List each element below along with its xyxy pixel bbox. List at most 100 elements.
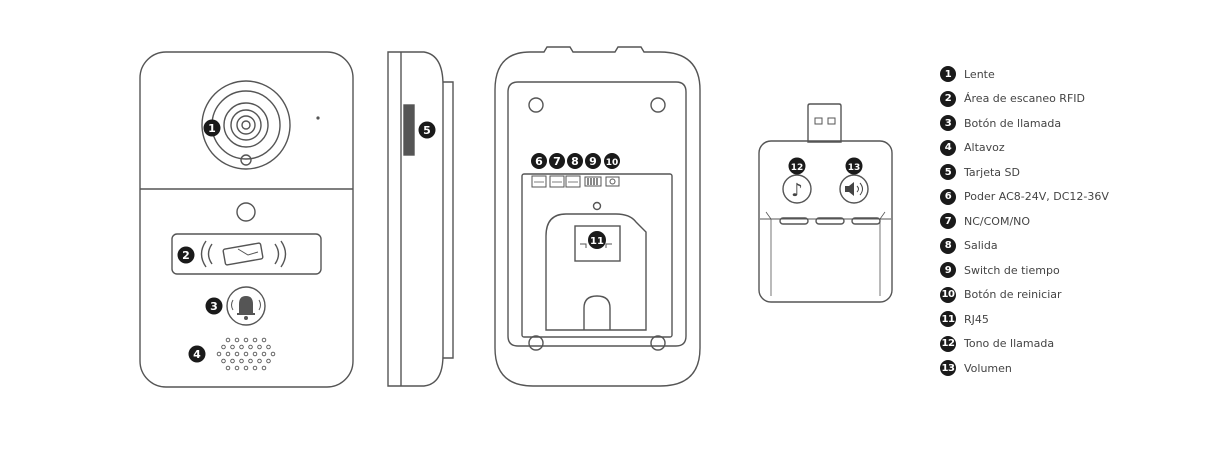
- legend-number: 1: [940, 66, 956, 83]
- speaker-hole: [266, 344, 271, 350]
- badge-4: 4: [188, 345, 206, 363]
- speaker-hole: [243, 365, 249, 371]
- speaker-hole: [261, 365, 267, 371]
- legend-label: Volumen: [964, 361, 1012, 375]
- svg-text:9: 9: [589, 155, 597, 168]
- speaker-hole: [230, 358, 235, 364]
- legend-number: 7: [940, 213, 956, 230]
- legend-number: 10: [940, 286, 956, 303]
- back-body-outline: [494, 46, 701, 387]
- badge-1: 1: [203, 119, 221, 137]
- svg-text:1: 1: [208, 122, 216, 135]
- badge-6: 6: [531, 153, 547, 169]
- camera-lens: [201, 80, 291, 170]
- legend-item: 13 Volumen: [940, 356, 1109, 381]
- speaker-hole: [243, 351, 249, 357]
- legend-number: 9: [940, 262, 956, 279]
- front-body-outline: [139, 51, 354, 388]
- svg-text:11: 11: [590, 236, 604, 247]
- badge-12: 12: [788, 157, 806, 175]
- rfid-card-icon: [222, 242, 264, 266]
- legend-label: Botón de llamada: [964, 116, 1062, 130]
- legend-number: 5: [940, 164, 956, 181]
- legend-number: 6: [940, 188, 956, 205]
- svg-text:10: 10: [606, 158, 619, 168]
- legend-label: Altavoz: [964, 141, 1005, 155]
- svg-text:5: 5: [423, 124, 431, 137]
- callout-badges: 1 2 3 4 5 6 7 8 9 10 11 12 13: [177, 119, 863, 363]
- doorbell-front-view: [139, 51, 354, 388]
- speaker-hole: [257, 344, 262, 350]
- volume-button: [839, 174, 869, 204]
- speaker-hole: [234, 337, 240, 343]
- speaker-hole: [252, 337, 258, 343]
- svg-text:13: 13: [848, 163, 861, 173]
- legend-number: 11: [940, 311, 956, 328]
- legend-label: Tarjeta SD: [964, 165, 1020, 179]
- badge-11: 11: [588, 231, 606, 249]
- chime-body-outline: [758, 140, 893, 303]
- badge-13: 13: [845, 157, 863, 175]
- terminal-blocks: [531, 175, 620, 188]
- legend-number: 3: [940, 115, 956, 132]
- legend-number: 4: [940, 139, 956, 156]
- badge-7: 7: [549, 153, 565, 169]
- legend-item: 10 Botón de reiniciar: [940, 283, 1109, 308]
- speaker-hole: [248, 358, 253, 364]
- speaker-hole: [234, 365, 240, 371]
- speaker-hole: [221, 344, 226, 350]
- speaker-volume-icon: [845, 182, 863, 196]
- legend-label: RJ45: [964, 312, 989, 326]
- reset-button: [605, 176, 620, 187]
- speaker-hole: [239, 344, 244, 350]
- svg-text:6: 6: [535, 155, 543, 168]
- legend-label: Salida: [964, 239, 998, 253]
- ringtone-button: [782, 174, 812, 204]
- speaker-grille: [216, 337, 276, 371]
- speaker-hole: [216, 351, 222, 357]
- doorbell-back-view: [494, 46, 701, 387]
- badge-8: 8: [567, 153, 583, 169]
- legend-item: 8 Salida: [940, 234, 1109, 259]
- badge-9: 9: [585, 153, 601, 169]
- legend-label: Botón de reiniciar: [964, 288, 1062, 302]
- terminal-plate: [521, 173, 673, 338]
- svg-text:3: 3: [210, 300, 218, 313]
- svg-text:12: 12: [791, 163, 804, 173]
- speaker-hole: [252, 365, 258, 371]
- bell-icon: [239, 296, 253, 313]
- indicator-hole: [236, 202, 256, 222]
- time-switch: [584, 176, 602, 187]
- speaker-hole: [261, 351, 267, 357]
- legend-label: Tono de llamada: [964, 337, 1055, 351]
- light-sensor-dot: [316, 116, 320, 120]
- speaker-hole: [230, 344, 235, 350]
- speaker-hole: [225, 337, 231, 343]
- speaker-hole: [266, 358, 271, 364]
- legend-number: 2: [940, 90, 956, 107]
- svg-text:8: 8: [571, 155, 579, 168]
- svg-text:2: 2: [182, 249, 190, 262]
- speaker-hole: [225, 351, 231, 357]
- mount-plate: [545, 213, 647, 331]
- legend-label: Switch de tiempo: [964, 263, 1060, 277]
- rfid-scan-area: [171, 233, 322, 275]
- doorbell-side-view: [387, 51, 454, 387]
- legend-item: 6 Poder AC8-24V, DC12-36V: [940, 185, 1109, 210]
- rj45-port: [574, 225, 621, 262]
- legend-item: 3 Botón de llamada: [940, 111, 1109, 136]
- badge-2: 2: [177, 246, 195, 264]
- speaker-hole: [239, 358, 244, 364]
- legend-number: 8: [940, 237, 956, 254]
- legend-item: 5 Tarjeta SD: [940, 160, 1109, 185]
- legend-label: Área de escaneo RFID: [964, 92, 1085, 106]
- legend-label: NC/COM/NO: [964, 214, 1031, 228]
- speaker-hole: [234, 351, 240, 357]
- chime-buttons-row: [779, 217, 881, 225]
- legend-label: Poder AC8-24V, DC12-36V: [964, 190, 1109, 204]
- speaker-hole: [225, 365, 231, 371]
- speaker-hole: [252, 351, 258, 357]
- legend-number: 13: [940, 360, 956, 377]
- speaker-hole: [257, 358, 262, 364]
